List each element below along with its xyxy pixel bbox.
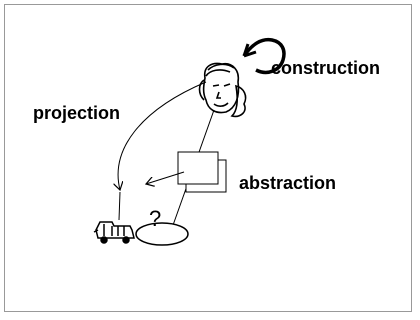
head-icon — [198, 62, 247, 118]
abstraction-label: abstraction — [239, 173, 337, 193]
projection-label: projection — [33, 103, 121, 123]
stacked-squares-icon — [177, 151, 227, 193]
diagram-border — [4, 4, 412, 312]
ellipse-shape — [135, 222, 189, 246]
projection-arrow — [118, 81, 207, 190]
cycle-arrow-icon — [242, 37, 286, 75]
projection-arrow-tail — [118, 191, 121, 221]
toy-vehicle-icon — [93, 221, 135, 244]
question-mark-label: ? — [149, 206, 162, 231]
construction-label: construction — [271, 58, 381, 78]
abstraction-arrow — [146, 171, 185, 184]
